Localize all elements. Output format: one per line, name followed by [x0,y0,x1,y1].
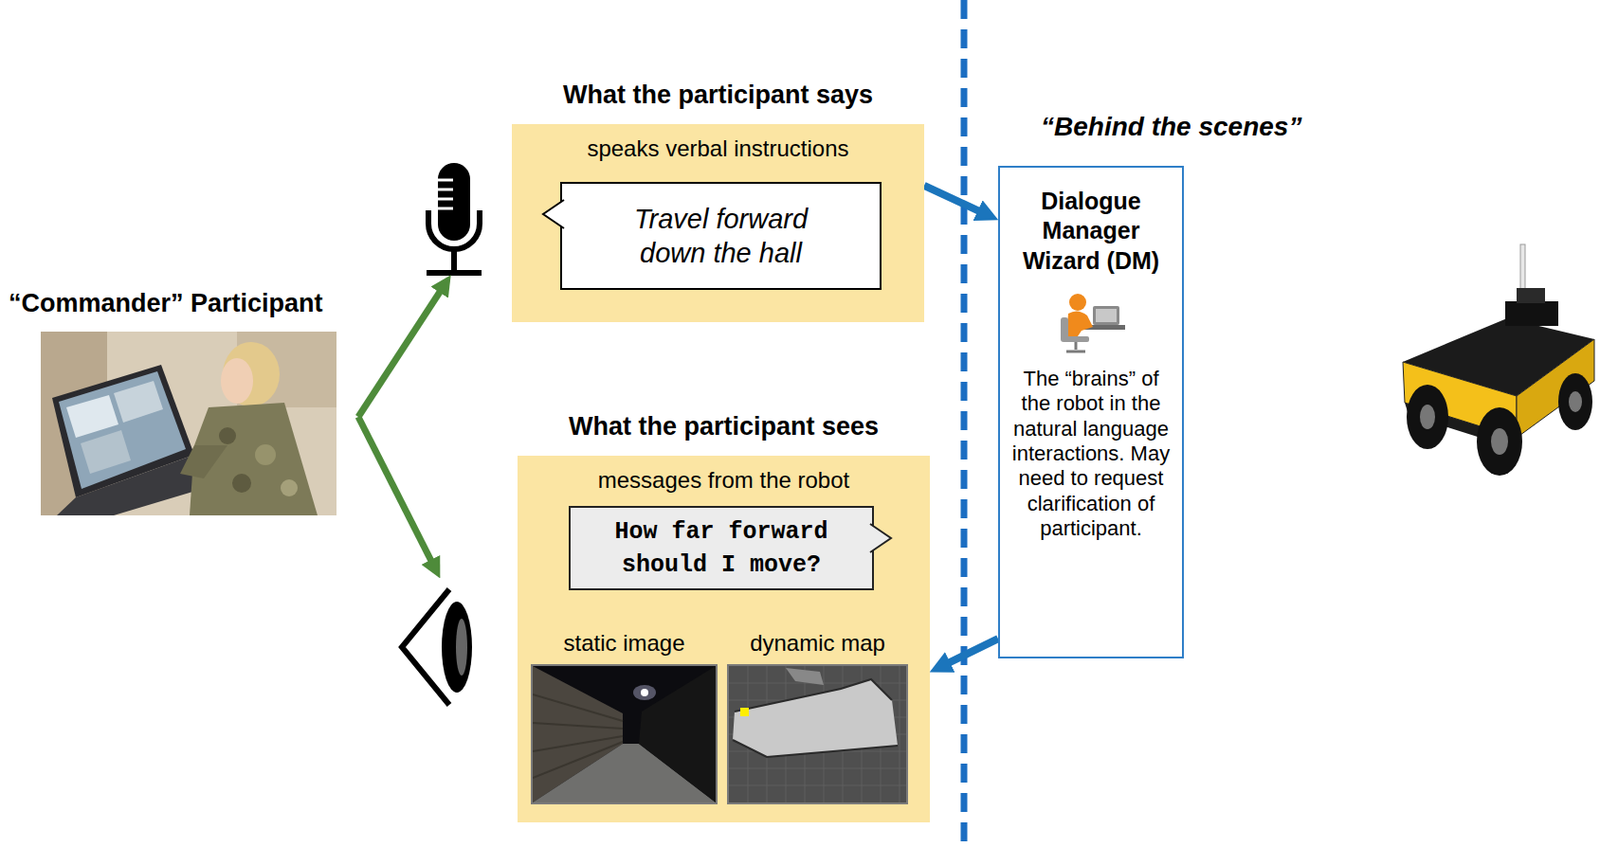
commander-photo [40,331,337,516]
node-text: The “brains” of the robot in the natural… [1011,366,1171,543]
occupancy-map [740,708,749,717]
participant-label: “Commander” Participant [8,289,324,319]
input-panel: What the participant saysspeaks verbal i… [511,124,925,323]
microphone-icon [437,179,454,182]
occupancy-map [728,666,907,803]
occupancy-map [785,668,824,686]
occupancy-map [734,679,892,712]
microphone-icon [437,188,454,192]
commander-photo [232,473,252,493]
robot-illustration [1419,404,1436,430]
commander-photo [66,395,119,438]
bubble-tail [870,523,893,554]
eye-icon [455,618,468,676]
commander-photo [180,445,228,479]
bubble-tail [543,200,564,229]
robot-illustration [1568,391,1582,413]
commander-photo [218,427,237,445]
occupancy-map [728,666,907,803]
node-heading: What the participant says [454,80,982,110]
occupancy-map [728,666,907,803]
operator-icon [1066,310,1093,337]
robot-illustration [1476,407,1523,476]
corridor-photo [532,666,716,803]
speech-bubble: Travel forward down the hall [560,181,882,291]
corridor-photo [640,689,649,697]
message-bubble: How far forward should I move? [568,506,874,591]
microphone-icon [437,163,471,241]
eye-icon [441,601,473,693]
occupancy-map [728,768,907,770]
wizard-box: Dialogue Manager Wizard (DM) The “brains… [998,165,1184,659]
map-frame: dynamic map [727,664,909,805]
occupancy-map [732,740,898,758]
occupancy-map [728,785,907,787]
view-arrows [358,286,444,567]
commander-photo [220,358,254,404]
operator-icon [1074,342,1078,350]
occupancy-map [899,666,901,803]
commander-photo [113,381,164,423]
corridor-photo [633,685,656,701]
commander-photo [254,444,276,466]
divider-line [961,0,968,847]
microphone-icon [426,270,482,276]
operator-icon [1064,336,1090,343]
commander-photo [80,430,131,474]
flow-arrow [942,638,999,667]
node-text: messages from the robot [517,455,930,494]
commander-photo [280,479,298,497]
view-arrows [358,417,435,567]
bubble-tail [543,200,564,229]
section-label: “Behind the scenes” [1040,111,1302,143]
microphone-icon [451,248,457,273]
corridor-photo [532,694,623,722]
corridor-photo [532,736,623,752]
robot-illustration [1516,339,1595,438]
node-text: Travel forward down the hall [600,201,842,272]
microphone-icon [426,163,482,273]
microphone-icon [437,198,454,201]
corridor-photo [532,666,716,803]
output-panel: What the participant seesmessages from t… [517,455,930,823]
node-heading: What the participant sees [460,412,987,442]
robot-illustration [1558,373,1593,431]
occupancy-map [732,679,898,758]
eye-icon [401,589,473,706]
operator-icon [1066,349,1086,353]
robot-illustration [1516,288,1546,304]
corridor-photo [532,723,623,729]
image-frame: static image [530,664,718,805]
node-text: dynamic map [709,630,926,657]
bubble-tail [870,524,891,553]
operator-icon [1054,289,1128,356]
robot-illustration [1402,244,1595,476]
bubble-tail [541,199,564,230]
operator-icon [1095,309,1117,323]
operator-icon [1069,293,1087,311]
robot-illustration [1505,301,1559,327]
bubble-tail [870,524,891,553]
view-arrows [358,286,444,418]
node-heading: Dialogue Manager Wizard (DM) [1011,186,1171,276]
microphone-icon [428,210,480,250]
node-text: How far forward should I move? [599,515,844,582]
node-text: static image [513,630,735,657]
operator-icon [1092,306,1120,326]
robot-illustration [1490,428,1509,455]
flow-arrow [924,185,985,215]
node-text: speaks verbal instructions [511,124,925,163]
commander-photo [40,331,337,516]
robot-illustration [1406,384,1449,450]
microphone-icon [437,207,454,211]
